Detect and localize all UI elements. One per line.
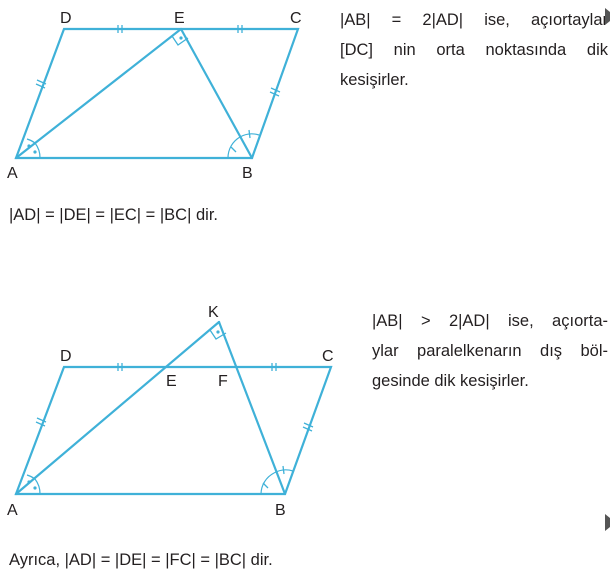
angle-mark-a <box>26 474 41 495</box>
vertex-label-c: C <box>322 348 334 365</box>
theorem-2-line-1: |AB| > 2|AD| ise, açıorta- <box>372 312 608 330</box>
theorem-text-2: |AB| > 2|AD| ise, açıorta- ylar paralelk… <box>372 306 608 396</box>
vertex-label-k: K <box>208 304 219 321</box>
vertex-label-b: B <box>275 502 286 519</box>
vertex-label-c: C <box>290 10 302 27</box>
vertex-label-e: E <box>174 10 185 27</box>
equal-tick-marks <box>35 363 314 432</box>
vertex-label-e: E <box>166 373 177 390</box>
bisector-ak <box>14 320 221 496</box>
theorem-text-1: |AB| = 2|AD| ise, açıortaylar [DC] nin o… <box>340 5 608 95</box>
bisector-be <box>179 27 254 160</box>
caption-2: Ayrıca, |AD| = |DE| = |FC| = |BC| dir. <box>9 551 273 569</box>
vertex-label-f: F <box>218 373 228 390</box>
vertex-label-a: A <box>7 165 18 182</box>
right-angle-mark-e <box>171 35 189 46</box>
angle-mark-a <box>26 138 41 159</box>
theorem-2-line-3: gesinde dik kesişirler. <box>372 372 529 390</box>
vertex-label-b: B <box>242 165 253 182</box>
theorem-1-line-2: [DC] nin orta noktasında dik <box>340 41 608 59</box>
parallelogram-abcd <box>14 27 300 160</box>
vertex-label-d: D <box>60 348 72 365</box>
bisector-bk <box>217 320 287 496</box>
page-fold-icon <box>605 514 616 531</box>
theorem-2-line-2: ylar paralelkenarın dış böl- <box>372 342 608 360</box>
parallelogram-figure-2: K D E F C A B <box>7 304 334 519</box>
parallelogram-figure-1: D E C A B <box>7 10 302 182</box>
page-fold-icon <box>605 8 616 25</box>
vertex-label-a: A <box>7 502 18 519</box>
parallelogram-abcd <box>14 365 333 496</box>
angle-mark-b <box>227 129 260 159</box>
theorem-1-line-1: |AB| = 2|AD| ise, açıortaylar <box>340 11 608 29</box>
equal-tick-marks <box>35 25 281 97</box>
theorem-1-line-3: kesişirler. <box>340 71 409 89</box>
bisector-ae <box>14 27 183 160</box>
caption-1: |AD| = |DE| = |EC| = |BC| dir. <box>9 206 218 224</box>
right-angle-mark-k <box>209 329 227 340</box>
vertex-label-d: D <box>60 10 72 27</box>
angle-mark-b <box>260 465 294 495</box>
